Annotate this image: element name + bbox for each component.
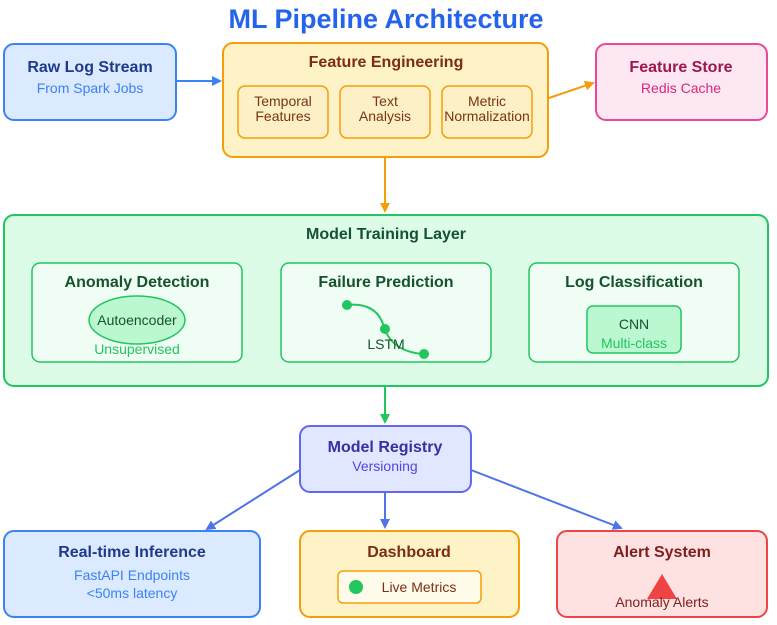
cnn-label: CNN [619, 316, 649, 332]
feature-item-temporal-line2: Features [255, 108, 310, 124]
feature-item-metric-line2: Normalization [444, 108, 530, 124]
live-status-dot-icon [349, 580, 363, 594]
live-metrics-label: Live Metrics [382, 579, 457, 595]
realtime-inference-line1: FastAPI Endpoints [74, 567, 190, 583]
failure-prediction-card[interactable]: Failure Prediction LSTM [280, 262, 492, 363]
warning-triangle-icon [647, 574, 677, 599]
cnn-box [586, 305, 682, 354]
arrow-registry-to-alerts [470, 469, 623, 530]
lstm-node-icon [342, 300, 352, 310]
autoencoder-ellipse [88, 295, 186, 345]
feature-item-text-line2: Analysis [359, 108, 411, 124]
anomaly-detection-subtitle: Unsupervised [94, 341, 180, 357]
dashboard-title: Dashboard [367, 544, 451, 561]
feature-item-temporal[interactable]: Temporal Features [237, 85, 329, 139]
arrow-features-to-store [548, 80, 595, 99]
log-classification-title: Log Classification [565, 274, 703, 291]
model-training-title: Model Training Layer [306, 226, 466, 243]
feature-item-metric[interactable]: Metric Normalization [441, 85, 533, 139]
lstm-node-icon [380, 324, 390, 334]
lstm-label: LSTM [367, 336, 404, 352]
raw-log-stream-subtitle: From Spark Jobs [37, 80, 144, 96]
alert-system-title: Alert System [613, 544, 711, 561]
feature-item-text-line1: Text [372, 93, 398, 109]
model-registry-title: Model Registry [328, 439, 443, 456]
model-registry-subtitle: Versioning [352, 458, 417, 474]
realtime-inference-line2: <50ms latency [87, 585, 178, 601]
anomaly-detection-title: Anomaly Detection [65, 274, 210, 291]
autoencoder-label: Autoencoder [97, 312, 177, 328]
lstm-node-icon [419, 349, 429, 359]
log-classification-card[interactable]: Log Classification CNN Multi-class [528, 262, 740, 363]
cnn-subtitle: Multi-class [601, 335, 667, 351]
feature-store-subtitle: Redis Cache [641, 80, 721, 96]
failure-prediction-title: Failure Prediction [318, 274, 453, 291]
raw-log-stream-node[interactable]: Raw Log Stream From Spark Jobs [3, 43, 177, 121]
feature-item-metric-line1: Metric [468, 93, 506, 109]
realtime-inference-title: Real-time Inference [58, 544, 206, 561]
feature-item-temporal-line1: Temporal [254, 93, 312, 109]
realtime-inference-node[interactable]: Real-time Inference FastAPI Endpoints <5… [3, 530, 261, 618]
feature-engineering-node[interactable]: Feature Engineering Temporal Features Te… [222, 42, 549, 158]
feature-item-text[interactable]: Text Analysis [339, 85, 431, 139]
raw-log-stream-title: Raw Log Stream [27, 59, 152, 76]
diagram-title: ML Pipeline Architecture [228, 4, 543, 34]
anomaly-detection-card[interactable]: Anomaly Detection Autoencoder Unsupervis… [31, 262, 243, 363]
feature-engineering-title: Feature Engineering [309, 54, 464, 71]
live-metrics-chip[interactable]: Live Metrics [337, 570, 482, 604]
arrow-registry-to-inference [205, 469, 301, 531]
model-training-layer[interactable]: Model Training Layer Anomaly Detection A… [3, 214, 769, 387]
feature-store-node[interactable]: Feature Store Redis Cache [595, 43, 768, 121]
alert-system-node[interactable]: Alert System Anomaly Alerts [556, 530, 768, 618]
alert-system-subtitle: Anomaly Alerts [615, 594, 708, 610]
dashboard-node[interactable]: Dashboard Live Metrics [299, 530, 520, 618]
feature-store-title: Feature Store [629, 59, 732, 76]
model-registry-node[interactable]: Model Registry Versioning [299, 425, 472, 493]
